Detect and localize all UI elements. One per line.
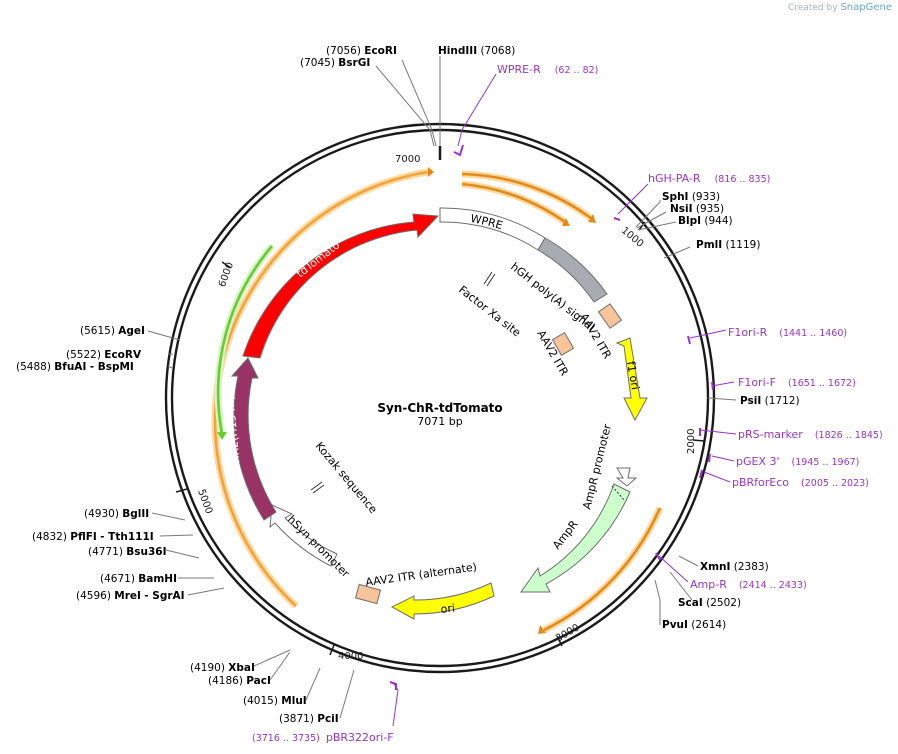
site-nsii[interactable]: NsiI (935)	[670, 203, 724, 215]
plasmid-name: Syn-ChR-tdTomato	[377, 401, 502, 415]
primer-pbrforeco[interactable]: pBRforEco(2005 .. 2023)	[732, 476, 869, 489]
primer-amp-r[interactable]: Amp-R(2414 .. 2433)	[690, 578, 807, 591]
feature-label-tdtomato: tdTomato	[294, 238, 343, 280]
site-agei[interactable]: (5615) AgeI	[80, 325, 145, 337]
feature-hgh-polya[interactable]	[537, 237, 608, 303]
tick-2000: 2000	[686, 429, 697, 454]
tick-7000: 7000	[395, 154, 420, 165]
site-pflfi[interactable]: (4832) PflFI - Tth111I	[32, 531, 154, 543]
center-title: Syn-ChR-tdTomato 7071 bp	[377, 401, 502, 428]
credit-label: Created by SnapGene	[788, 2, 892, 13]
primer-pgex-3[interactable]: pGEX 3'(1945 .. 1967)	[736, 455, 859, 468]
site-hindiii[interactable]: HindIII (7068)	[438, 45, 515, 57]
feature-tdtomato[interactable]	[242, 213, 440, 359]
feature-label-wpre: WPRE	[469, 212, 504, 232]
site-xbai[interactable]: (4190) XbaI	[190, 662, 255, 674]
feature-chr2[interactable]	[230, 357, 277, 521]
site-pmli[interactable]: PmlI (1119)	[696, 239, 760, 251]
primer-markers	[389, 73, 737, 727]
site-bfuai[interactable]: (5488) BfuAI - BspMI	[16, 361, 134, 373]
tick-6000: 6000	[217, 261, 236, 289]
site-bsrgi[interactable]: (7045) BsrGI	[300, 57, 370, 69]
feature-ampr[interactable]	[520, 483, 631, 593]
tick-4000: 4000	[338, 651, 363, 662]
site-leaders	[147, 56, 737, 719]
site-paci[interactable]: (4186) PacI	[208, 675, 271, 687]
site-bglii[interactable]: (4930) BglII	[84, 508, 149, 520]
feature-factor-xa-site[interactable]	[483, 271, 493, 285]
feature-label-aav2-itr-alt: AAV2 ITR (alternate)	[365, 560, 478, 589]
feature-label-chr2: ChR2(H134R)	[224, 395, 243, 471]
snapgene-brand: SnapGene	[840, 2, 892, 13]
feature-label-hsyn-promoter: hSyn promoter	[285, 513, 352, 580]
feature-kozak-sequence[interactable]	[310, 481, 323, 491]
site-ecorv[interactable]: (5522) EcoRV	[66, 349, 142, 361]
site-pcii[interactable]: (3871) PciI	[279, 713, 339, 725]
primer-f1ori-r[interactable]: F1ori-R(1441 .. 1460)	[728, 326, 847, 339]
site-labels: (7056) EcoRI (7045) BsrGI HindIII (7068)…	[16, 45, 800, 725]
primer-pbr322ori-f[interactable]: (3716 .. 3735)pBR322ori-F	[252, 731, 394, 744]
site-bsu36i[interactable]: (4771) Bsu36I	[88, 546, 167, 558]
features	[230, 207, 648, 620]
feature-label-f1-ori: f1 ori	[624, 360, 642, 391]
feature-aav2-itr-right[interactable]	[597, 303, 623, 329]
feature-ori[interactable]	[390, 582, 495, 620]
feature-aav2-itr-inner[interactable]	[551, 332, 575, 356]
site-pvui[interactable]: PvuI (2614)	[662, 619, 726, 631]
site-scai[interactable]: ScaI (2502)	[678, 597, 741, 609]
feature-aav2-itr-alt[interactable]	[354, 583, 382, 605]
plasmid-size: 7071 bp	[417, 415, 462, 428]
site-bamhi[interactable]: (4671) BamHI	[100, 573, 177, 585]
orf-arcs	[211, 167, 664, 634]
site-mlui[interactable]: (4015) MluI	[243, 695, 307, 707]
feature-label-ori: ori	[440, 602, 456, 616]
site-sphi[interactable]: SphI (933)	[662, 191, 720, 203]
primer-f1ori-f[interactable]: F1ori-F(1651 .. 1672)	[738, 376, 856, 389]
site-srei[interactable]: (4596) MreI - SgrAI	[76, 590, 185, 602]
primer-hgh-pa-r[interactable]: hGH-PA-R(816 .. 835)	[648, 172, 770, 185]
feature-label-kozak: Kozak sequence	[313, 440, 380, 517]
feature-label-factor-xa: Factor Xa site	[456, 283, 523, 339]
site-xmni[interactable]: XmnI (2383)	[700, 561, 769, 573]
site-blpi[interactable]: BlpI (944)	[678, 215, 733, 227]
feature-ampr-promoter[interactable]	[615, 467, 638, 487]
feature-f1-ori[interactable]	[615, 337, 648, 422]
primer-labels: WPRE-R(62 .. 82) hGH-PA-R(816 .. 835) F1…	[252, 63, 883, 744]
site-psii[interactable]: PsiI (1712)	[740, 395, 800, 407]
primer-prs-marker[interactable]: pRS-marker(1826 .. 1845)	[738, 428, 883, 441]
primer-wpre-r[interactable]: WPRE-R(62 .. 82)	[497, 63, 598, 76]
site-ecori[interactable]: (7056) EcoRI	[326, 45, 397, 57]
